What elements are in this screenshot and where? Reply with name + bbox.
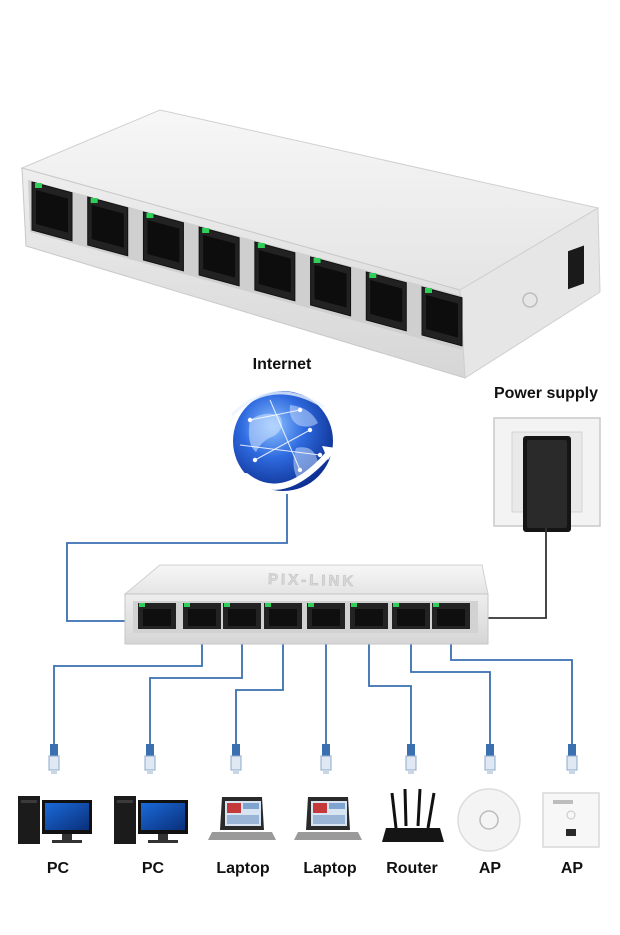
rj45-port	[365, 271, 407, 332]
cable-internet	[66, 494, 288, 622]
rj45-connector-icon	[48, 744, 60, 774]
wifi-router-icon	[382, 788, 444, 842]
cable-laptop-1	[235, 622, 284, 746]
rj45-port	[307, 603, 345, 629]
rj45-connector-icon	[320, 744, 332, 774]
cable-router	[368, 622, 412, 746]
rj45-port	[142, 211, 184, 272]
rj45-port	[310, 256, 352, 317]
port-led	[369, 273, 377, 278]
port-led	[425, 288, 432, 293]
rj45-connector-icon	[484, 744, 496, 774]
device-router	[382, 788, 444, 842]
device-label: Laptop	[303, 860, 357, 877]
wall-access-point-icon	[542, 792, 600, 848]
port-led	[146, 213, 154, 218]
rj45-port	[254, 241, 296, 302]
device-ap-2	[542, 792, 600, 848]
desktop-pc-icon	[18, 796, 92, 844]
switch-small-ports	[138, 603, 470, 629]
device-label: Router	[386, 860, 438, 877]
power-supply-label: Power supply	[493, 385, 599, 402]
laptop-icon	[208, 797, 276, 840]
device-label: AP	[478, 860, 502, 877]
device-laptop-2	[294, 797, 362, 840]
port-led	[90, 198, 98, 203]
rj45-connectors	[48, 744, 578, 774]
rj45-port	[183, 603, 221, 629]
internet-globe-icon	[230, 391, 336, 491]
rj45-connector-icon	[144, 744, 156, 774]
power-outlet-icon	[493, 417, 601, 532]
device-label: AP	[560, 860, 584, 877]
port-led	[313, 258, 321, 263]
rj45-port	[31, 181, 73, 242]
device-laptop-1	[208, 797, 276, 840]
device-label: PC	[141, 860, 165, 877]
rj45-port	[421, 286, 463, 347]
cable-power	[486, 528, 547, 619]
desktop-pc-icon	[114, 796, 188, 844]
port-led	[35, 183, 42, 188]
device-ap-1	[457, 788, 521, 852]
device-label: Laptop	[216, 860, 270, 877]
rj45-connector-icon	[566, 744, 578, 774]
switch-large-ports	[31, 181, 463, 347]
rj45-port	[138, 603, 176, 629]
rj45-connector-icon	[405, 744, 417, 774]
device-label: PC	[46, 860, 70, 877]
rj45-port	[264, 603, 302, 629]
rj45-connector-icon	[230, 744, 242, 774]
rj45-port	[350, 603, 388, 629]
rj45-port	[392, 603, 430, 629]
cable-ap-1	[410, 622, 491, 746]
rj45-port	[223, 603, 261, 629]
device-pc-2	[114, 796, 188, 844]
device-pc-1	[18, 796, 92, 844]
port-led	[257, 243, 265, 248]
port-led	[202, 228, 210, 233]
rj45-port	[198, 226, 240, 287]
ceiling-access-point-icon	[457, 788, 521, 852]
internet-label: Internet	[252, 356, 312, 373]
rj45-port	[432, 603, 470, 629]
switch-large	[20, 109, 601, 379]
cable-pc-2	[149, 622, 243, 746]
rj45-port	[87, 196, 129, 257]
switch-brand-logo: PIX-LINK	[268, 571, 357, 590]
laptop-icon	[294, 797, 362, 840]
